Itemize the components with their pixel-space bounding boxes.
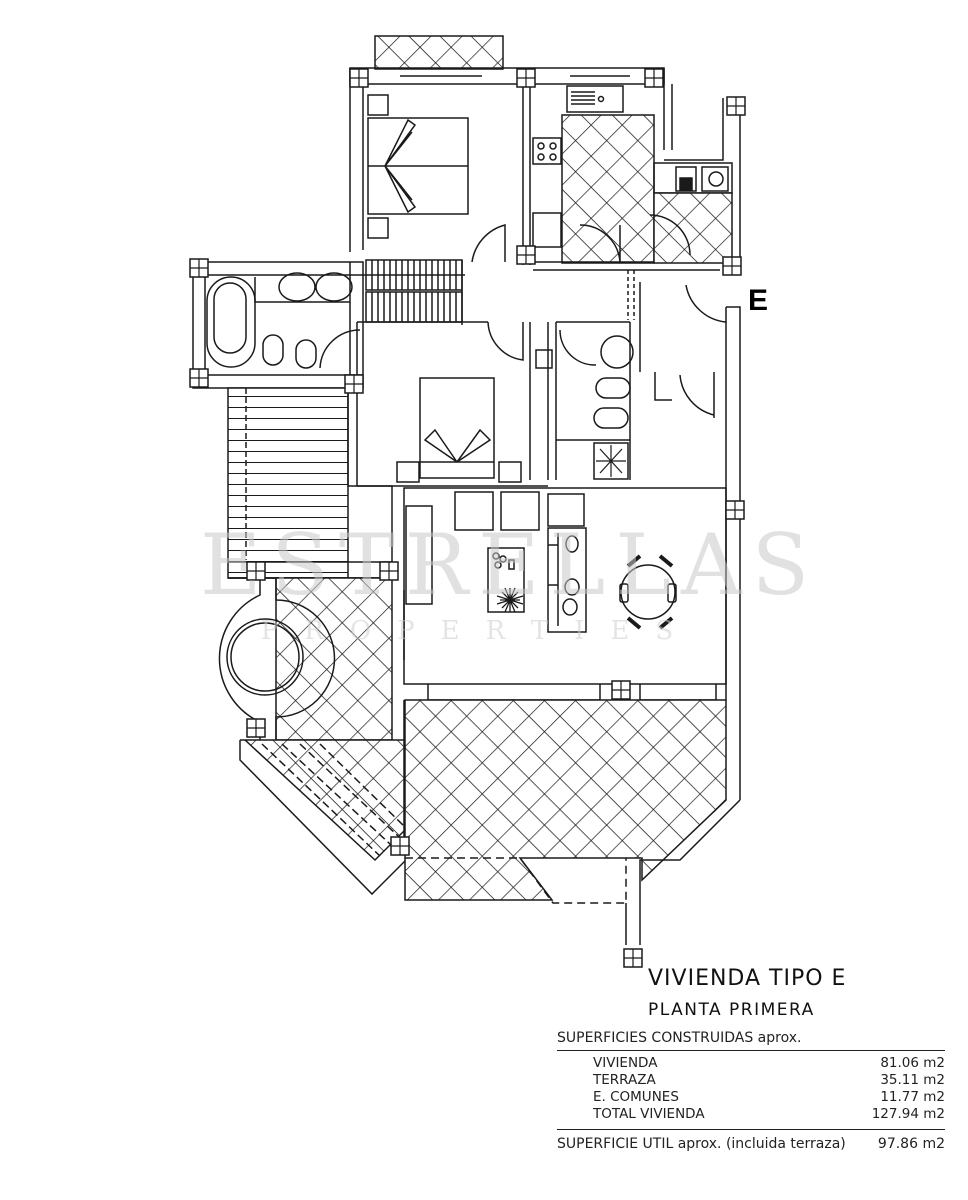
kitchen-floor	[561, 114, 655, 264]
sofa	[547, 527, 587, 633]
plan-subtitle: PLANTA PRIMERA	[648, 1000, 815, 1020]
left-deck	[227, 387, 349, 579]
surface-heading: SUPERFICIES CONSTRUIDAS aprox.	[557, 1030, 945, 1051]
useful-surface-value: 97.86 m2	[877, 1136, 945, 1152]
living-room	[403, 487, 727, 685]
hob	[532, 137, 562, 165]
useful-surface-row: SUPERFICIE UTIL aprox. (incluida terraza…	[557, 1130, 945, 1152]
surface-label: VIVIENDA	[593, 1055, 658, 1071]
surface-value: 81.06 m2	[880, 1055, 945, 1071]
bathtub	[206, 276, 256, 368]
surface-value: 35.11 m2	[880, 1072, 945, 1088]
utility-box	[535, 349, 553, 369]
surface-row: TOTAL VIVIENDA 127.94 m2	[557, 1106, 945, 1123]
washbasin-3	[600, 335, 634, 369]
surface-value: 127.94 m2	[871, 1106, 945, 1122]
bidet	[295, 339, 317, 369]
surface-row: TERRAZA 35.11 m2	[557, 1072, 945, 1089]
walls	[192, 35, 741, 945]
fridge	[532, 212, 562, 248]
laundry-sink	[675, 166, 697, 192]
surface-label: E. COMUNES	[593, 1089, 679, 1105]
entry-marker: E	[748, 284, 769, 317]
main-terrace	[404, 699, 727, 901]
surface-table: SUPERFICIES CONSTRUIDAS aprox. VIVIENDA …	[557, 1030, 945, 1152]
washbasin-2	[315, 272, 353, 302]
side-table	[547, 493, 585, 527]
shower	[593, 442, 629, 480]
washbasin-1	[278, 272, 316, 302]
armchair-1	[454, 491, 494, 531]
toilet	[262, 334, 284, 366]
surface-row: E. COMUNES 11.77 m2	[557, 1089, 945, 1106]
tv-unit	[405, 505, 433, 605]
bidet-2	[595, 377, 631, 399]
surface-label: TOTAL VIVIENDA	[593, 1106, 705, 1122]
surface-row: VIVIENDA 81.06 m2	[557, 1055, 945, 1072]
surface-value: 11.77 m2	[880, 1089, 945, 1105]
bed-2	[419, 377, 495, 479]
surface-label: TERRAZA	[593, 1072, 656, 1088]
plant	[496, 587, 524, 613]
armchair-2	[500, 491, 540, 531]
dining-table	[620, 564, 676, 620]
kitchen-sink	[566, 85, 624, 113]
useful-surface-label: SUPERFICIE UTIL aprox. (incluida terraza…	[557, 1136, 846, 1152]
top-balcony	[374, 35, 504, 70]
surface-rows: VIVIENDA 81.06 m2 TERRAZA 35.11 m2 E. CO…	[557, 1051, 945, 1130]
washing-machine	[701, 166, 729, 192]
plan-title: VIVIENDA TIPO E	[648, 966, 847, 991]
spa-pool	[226, 618, 304, 696]
coffee-table	[487, 547, 525, 613]
toilet-2	[593, 407, 629, 429]
